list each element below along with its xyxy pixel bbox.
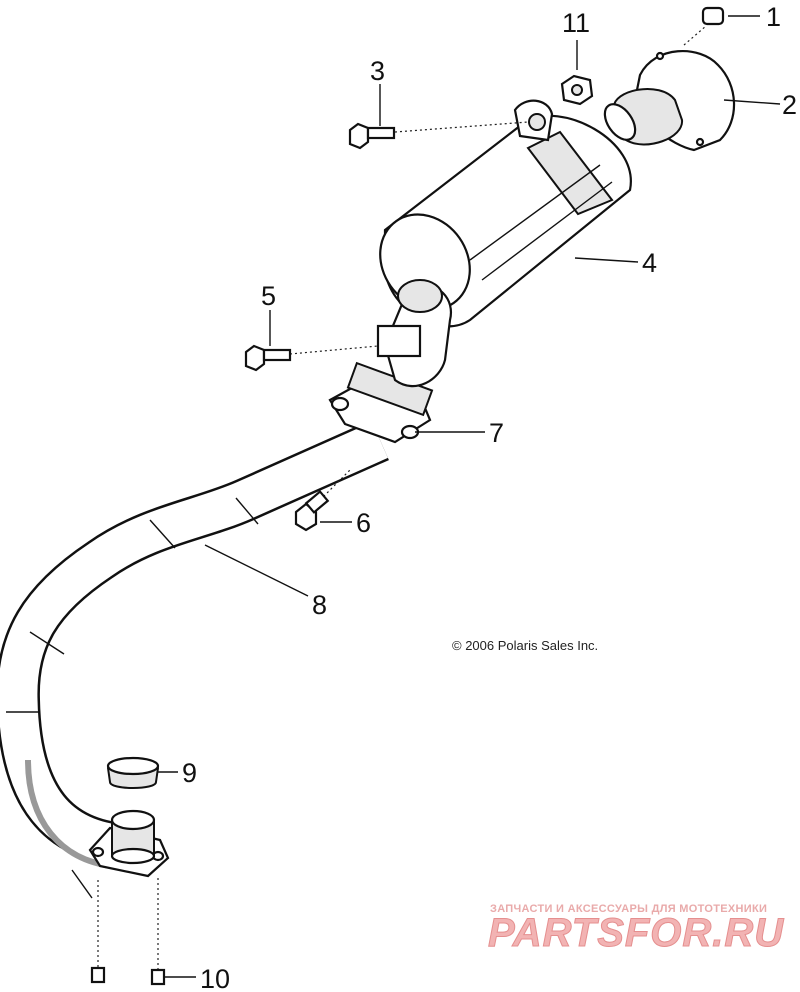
- tailpipe-screw: [683, 6, 725, 46]
- header-flange: [88, 809, 170, 878]
- watermark-tagline: ЗАПЧАСТИ И АКСЕССУАРЫ ДЛЯ МОТОТЕХНИКИ: [490, 903, 767, 915]
- spark-arrestor: [603, 49, 736, 152]
- callout-4: 4: [642, 248, 657, 278]
- callout-11: 11: [562, 8, 590, 38]
- exhaust-gasket: [106, 756, 160, 789]
- callout-7: 7: [489, 418, 504, 448]
- clamp-bolt: [294, 469, 351, 532]
- callout-2: 2: [782, 90, 797, 120]
- callout-1: 1: [766, 2, 781, 32]
- callout-8: 8: [312, 590, 327, 620]
- callout-numbers: 1 2 3 4 5 6 7 8 9 10 11: [182, 2, 797, 992]
- callout-6: 6: [356, 508, 371, 538]
- callout-5: 5: [261, 281, 276, 311]
- flange-studs: [90, 878, 166, 986]
- copyright-text: © 2006 Polaris Sales Inc.: [452, 638, 598, 653]
- leader-lines: [158, 15, 781, 978]
- muffler: [376, 99, 632, 388]
- callout-3: 3: [370, 56, 385, 86]
- watermark: ЗАПЧАСТИ И АКСЕССУАРЫ ДЛЯ МОТОТЕХНИКИ PA…: [488, 903, 784, 956]
- watermark-brand: PARTSFOR.RU: [488, 911, 784, 955]
- mount-nut: [560, 74, 594, 106]
- muffler-mount-bolt-3: [348, 121, 529, 150]
- callout-9: 9: [182, 758, 197, 788]
- muffler-mount-bolt-5: [244, 344, 379, 372]
- header-pipe: [0, 419, 389, 899]
- pipe-clamp-flange: [328, 361, 434, 444]
- callout-10: 10: [200, 964, 230, 992]
